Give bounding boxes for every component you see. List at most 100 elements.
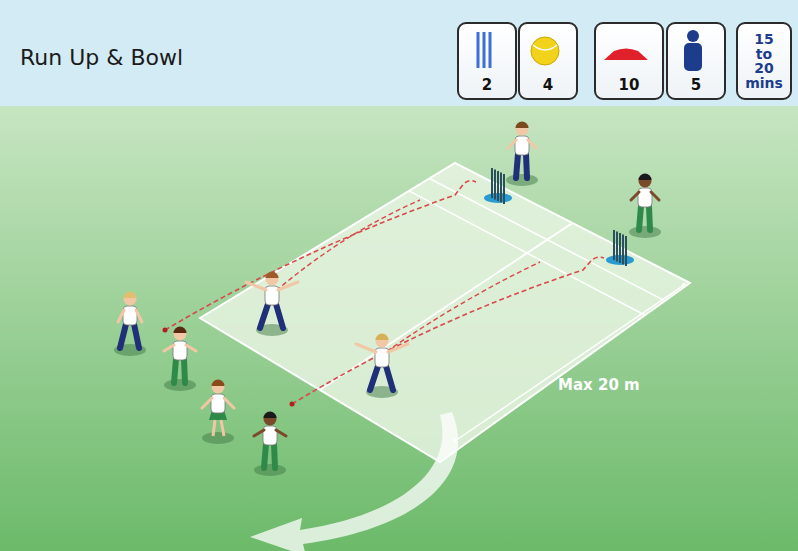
player [356, 334, 408, 399]
leg [516, 154, 527, 178]
ball-icon [520, 24, 570, 74]
stumps [606, 230, 634, 266]
stumps-icon [459, 24, 509, 74]
header-band [0, 0, 798, 106]
arm [631, 192, 659, 200]
shirt [375, 348, 389, 367]
hair [212, 380, 225, 387]
crease-line [409, 191, 645, 315]
leg [370, 366, 393, 390]
head [212, 381, 225, 394]
cone-icon [596, 24, 656, 74]
stump [625, 236, 627, 266]
drill-title: Run Up & Bowl [20, 45, 183, 70]
head [174, 328, 187, 341]
duration-text: 15 to 20 mins [744, 32, 784, 91]
stump-icon [489, 32, 492, 68]
equipment-count: 10 [596, 78, 662, 94]
rotation-arrow [250, 412, 458, 551]
player [254, 412, 286, 477]
arm [202, 398, 234, 408]
leg [260, 304, 283, 328]
distance-label: Max 20 m [558, 376, 640, 394]
shirt [265, 286, 279, 305]
stump [622, 235, 624, 265]
stump [616, 232, 618, 262]
shirt [173, 341, 187, 360]
stump-icon [483, 32, 486, 68]
ball [163, 328, 168, 333]
shirt [638, 188, 652, 207]
equipment-box: 5 [666, 22, 726, 100]
shadow [254, 464, 286, 476]
equipment-box: 4 [518, 22, 578, 100]
shirt [211, 394, 225, 413]
equipment-count: 2 [459, 78, 515, 94]
head [266, 273, 279, 286]
stump [494, 170, 496, 200]
leg [120, 324, 139, 348]
hair [124, 292, 137, 298]
ball-path [270, 200, 420, 296]
shirt [123, 306, 137, 325]
hair [264, 412, 277, 419]
stumps [484, 168, 512, 204]
ball-path [292, 257, 604, 404]
shadow [164, 379, 196, 391]
head [639, 175, 652, 188]
player [202, 380, 234, 445]
player [114, 292, 146, 356]
stump [497, 171, 499, 201]
ball-path [380, 262, 540, 356]
stump [500, 173, 502, 203]
leg [639, 206, 650, 230]
equipment-box: 10 [594, 22, 664, 100]
equipment-box: 15 to 20 mins [736, 22, 792, 100]
player [164, 327, 196, 392]
hair [516, 122, 529, 128]
leg [213, 420, 215, 436]
head [124, 293, 137, 306]
hair [376, 334, 389, 341]
shirt [263, 426, 277, 445]
stump [503, 174, 505, 204]
hair [266, 272, 279, 278]
player [246, 272, 298, 336]
stump [613, 230, 615, 260]
arm [118, 310, 142, 322]
leg [264, 444, 275, 468]
shadow [629, 226, 661, 238]
arm [164, 345, 196, 351]
stump [491, 168, 493, 198]
player [506, 122, 538, 186]
player [629, 174, 661, 239]
leg [221, 420, 224, 436]
ball [290, 402, 295, 407]
equipment-count: 4 [520, 78, 576, 94]
shadow [506, 174, 538, 186]
equipment-count: 5 [668, 78, 724, 94]
cone-icon [604, 49, 648, 61]
head [516, 123, 529, 136]
equipment-box: 2 [457, 22, 517, 100]
lane-line [320, 223, 573, 390]
person-body [684, 43, 702, 71]
arm [254, 430, 286, 436]
scene [114, 122, 690, 551]
stump [619, 233, 621, 263]
person-icon [668, 24, 718, 74]
ball-seam [533, 45, 557, 50]
head [264, 413, 277, 426]
shadow [202, 432, 234, 444]
hair [174, 327, 187, 334]
arm [508, 140, 536, 148]
measure-line [455, 285, 684, 441]
head [376, 335, 389, 348]
ball-path [165, 181, 476, 330]
hair [639, 174, 652, 181]
ball-icon [531, 37, 559, 65]
shirt [515, 136, 529, 155]
stump-icon [477, 32, 480, 68]
